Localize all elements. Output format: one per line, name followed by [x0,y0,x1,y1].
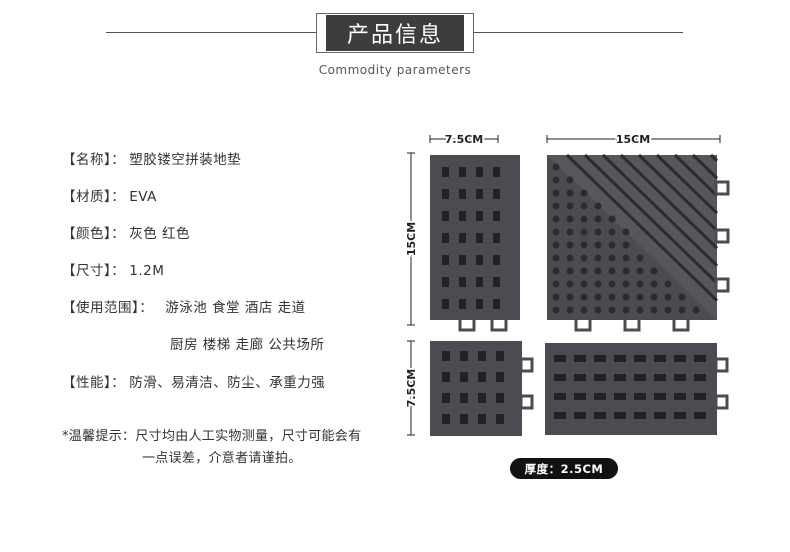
spec-value: 游泳池 食堂 酒店 走道 [165,300,306,316]
spec-label: 【名称】： [62,152,126,168]
spec-value: EVA [129,189,157,205]
spec-usage-continued: 厨房 楼梯 走廊 公共场所 [166,333,324,353]
header-rule-right [474,32,683,33]
page-subtitle: Commodity parameters [318,63,472,77]
tile-small-bottom [430,341,534,436]
spec-material: 【材质】：EVA [62,185,157,205]
tile-large-bottom [545,343,729,435]
spec-label: 【使用范围】： [62,300,154,316]
product-tiles-image: 7.5CM 15CM 15CM 7.5CM [403,131,730,436]
dim-small-height: 7.5CM [405,369,418,408]
note-line-2: 一点误差，介意者请谨拍。 [142,451,302,466]
spec-name: 【名称】：塑胶镂空拼装地垫 [62,148,241,168]
spec-label: 【材质】： [62,189,126,205]
tile-small-top [430,155,520,332]
spec-value: 防滑、易清洁、防尘、承重力强 [129,375,326,391]
page-title: 产品信息 [326,15,464,51]
title-frame [316,13,474,53]
header-rule-left [106,32,316,33]
spec-label: 【尺寸】： [62,263,126,279]
spec-value: 1.2M [129,263,165,279]
note-line-1: *温馨提示：尺寸均由人工实物测量，尺寸可能会有 [62,429,362,444]
dim-large-height: 15CM [405,222,418,256]
spec-value: 厨房 楼梯 走廊 公共场所 [170,337,325,353]
spec-size: 【尺寸】：1.2M [62,259,164,279]
spec-usage: 【使用范围】： 游泳池 食堂 酒店 走道 [62,296,306,316]
spec-performance: 【性能】：防滑、易清洁、防尘、承重力强 [62,371,325,391]
dimension-lines [407,135,721,436]
spec-label: 【颜色】： [62,226,126,242]
spec-value: 塑胶镂空拼装地垫 [129,152,242,168]
dim-large-width: 15CM [616,133,650,146]
tile-large-top [547,153,730,332]
spec-label: 【性能】： [62,375,126,391]
measurement-note: *温馨提示：尺寸均由人工实物测量，尺寸可能会有 一点误差，介意者请谨拍。 [62,426,361,470]
thickness-badge: 厚度：2.5CM [510,458,618,479]
dim-small-width: 7.5CM [445,133,484,146]
spec-value: 灰色 红色 [129,226,191,242]
spec-color: 【颜色】：灰色 红色 [62,222,190,242]
